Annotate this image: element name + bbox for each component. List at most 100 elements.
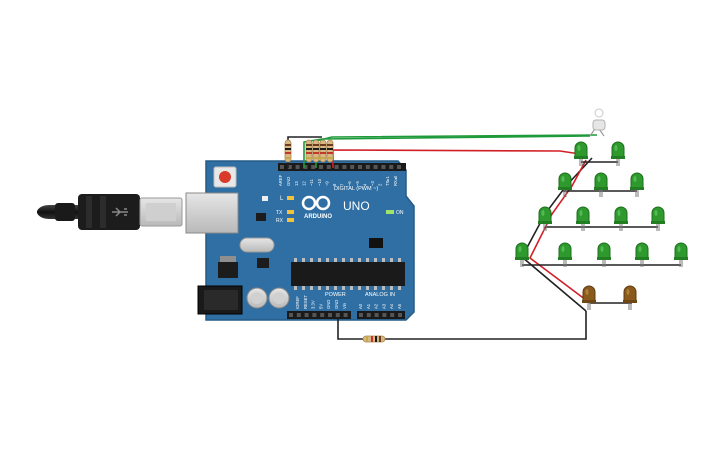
header-hole[interactable] (295, 165, 300, 169)
header-hole[interactable] (320, 313, 325, 317)
header-hole[interactable] (350, 165, 355, 169)
bottom-resistor[interactable] (362, 335, 386, 343)
header-hole[interactable] (303, 165, 308, 169)
header-hole[interactable] (398, 313, 402, 317)
header-hole[interactable] (312, 313, 317, 317)
header-hole[interactable] (287, 165, 292, 169)
pin-label: AREF (278, 174, 283, 186)
header-hole[interactable] (296, 313, 301, 317)
power-label: POWER (325, 292, 346, 298)
led-green (634, 242, 650, 268)
capacitors (246, 287, 290, 309)
pin-label: IOREF (295, 296, 300, 309)
header-hole[interactable] (343, 313, 348, 317)
usb-port (185, 192, 239, 234)
green-leds[interactable] (514, 141, 689, 268)
header-hole[interactable] (365, 165, 370, 169)
pin-label: GND (326, 300, 331, 309)
digital-header[interactable] (278, 163, 406, 171)
pin-label: RESET (303, 295, 308, 309)
svg-text:ARDUINO: ARDUINO (304, 214, 332, 220)
pin-label: RX◂0 (393, 175, 398, 186)
pin-label: GND (334, 300, 339, 309)
pin-label: 7 (340, 183, 345, 186)
pin-label: 3.3V (311, 300, 316, 309)
header-hole[interactable] (373, 165, 378, 169)
header-hole[interactable] (319, 165, 323, 169)
pin-label: Vin (342, 302, 347, 309)
pin-label: A5 (397, 303, 402, 309)
pin-label: GND (286, 177, 291, 186)
header-hole[interactable] (381, 165, 386, 169)
header-hole[interactable] (366, 313, 371, 317)
brown-leds[interactable] (581, 285, 638, 311)
led-brown (622, 285, 638, 311)
usb-icon (112, 207, 128, 217)
pin-label: A0 (358, 303, 363, 309)
board-model: UNO (343, 199, 370, 213)
pin-label: ~11 (309, 179, 314, 186)
header-hole[interactable] (334, 165, 339, 169)
header-hole[interactable] (289, 313, 293, 317)
header-hole[interactable] (358, 165, 362, 169)
pin-label: TX▸1 (385, 176, 390, 186)
atmega-chip (291, 258, 405, 290)
usb-cable[interactable] (37, 194, 183, 230)
pin-label: 2 (378, 183, 383, 186)
led-brown (581, 285, 597, 311)
analog-label: ANALOG IN (365, 292, 395, 298)
header-hole[interactable] (382, 313, 387, 317)
black-wire-tree (520, 157, 593, 312)
pin-label: ~5 (355, 181, 360, 186)
gnd-wire-bottom (337, 311, 587, 340)
l-label: L (280, 196, 284, 202)
analog-header[interactable] (357, 311, 405, 319)
led-green (673, 242, 689, 268)
header-hole[interactable] (389, 165, 394, 169)
red-wire-tree (528, 159, 591, 304)
power-header[interactable] (287, 311, 351, 319)
pin-label: 12 (302, 181, 307, 186)
pin-label: A4 (389, 303, 394, 309)
pin-label: A3 (381, 303, 386, 309)
tx-label: TX (276, 210, 283, 216)
header-hole[interactable] (397, 165, 401, 169)
header-hole[interactable] (311, 165, 316, 169)
top-resistors[interactable] (284, 139, 334, 163)
header-hole[interactable] (374, 313, 379, 317)
on-led (386, 210, 394, 214)
header-hole[interactable] (326, 165, 331, 169)
header-hole[interactable] (335, 313, 340, 317)
arduino-logo: ARDUINO (301, 195, 332, 220)
pin-label: 5V (318, 304, 323, 309)
led-green (629, 172, 645, 198)
pin-label: ~6 (347, 181, 352, 186)
pin-label: A2 (374, 303, 379, 309)
digital-label: DIGITAL (PWM ~) (334, 186, 378, 192)
photo-sensor[interactable] (589, 108, 606, 137)
green-wire (303, 135, 591, 168)
header-hole[interactable] (328, 313, 332, 317)
led-green (596, 242, 612, 268)
pin-label: A1 (366, 303, 371, 309)
voltage-regulator (218, 262, 238, 278)
header-hole[interactable] (390, 313, 395, 317)
header-hole[interactable] (359, 313, 363, 317)
pin-label: 8 (332, 183, 337, 186)
header-hole[interactable] (342, 165, 347, 169)
pin-label: 13 (294, 181, 299, 186)
header-hole[interactable] (280, 165, 284, 169)
pin-label: ~10 (317, 178, 322, 186)
led-green (593, 172, 609, 198)
tx-led (287, 210, 294, 214)
pin-label: ~3 (370, 181, 375, 186)
arduino-uno-board[interactable]: L TX RX ON ARDUINO UNO DIGITAL (PWM ~) P… (185, 160, 415, 321)
pin-label: 4 (362, 183, 367, 186)
crystal (239, 237, 275, 253)
led-green (514, 242, 530, 268)
l-led (287, 196, 294, 200)
header-hole[interactable] (304, 313, 309, 317)
on-label: ON (396, 210, 404, 216)
pin-label: ~9 (324, 181, 329, 186)
